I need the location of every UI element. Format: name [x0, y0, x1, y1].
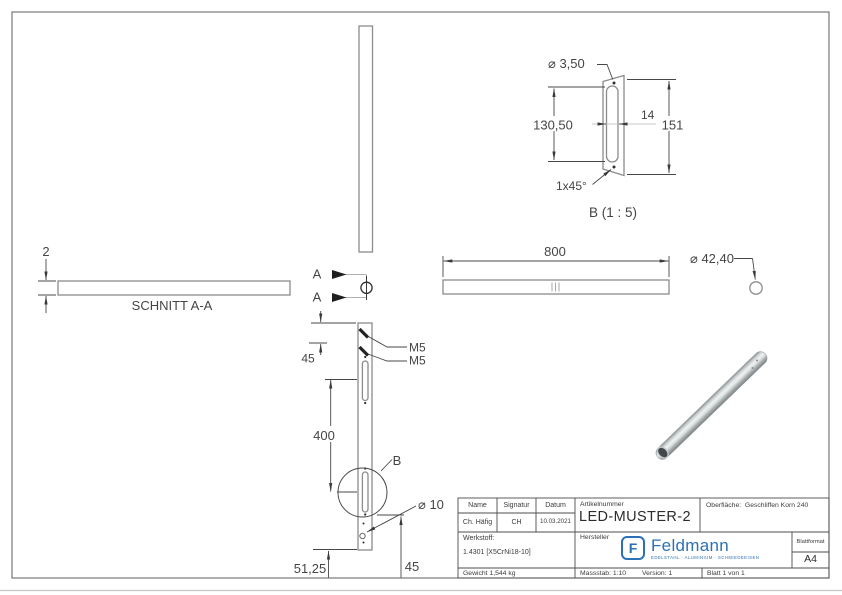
tube-side-view	[442, 279, 670, 295]
dim-top-45: 45	[301, 352, 315, 366]
dim-slot-length: 130,50	[533, 118, 573, 133]
hole-10	[359, 532, 366, 540]
dimension-lines	[38, 64, 756, 578]
dim-400: 400	[313, 428, 335, 443]
dim-hole-10: ⌀ 10	[418, 497, 444, 512]
section-caption: SCHNITT A-A	[132, 298, 213, 313]
sheet-frame	[11, 11, 830, 579]
tb-werkstoff: 1.4301 [X5CrNi18-10]	[463, 549, 531, 556]
tb-blatt: Blatt 1 von 1	[707, 570, 745, 577]
thread-label-2: M5	[409, 354, 426, 368]
tb-werkstoff-label: Werkstoff:	[463, 535, 495, 542]
feldmann-logo-tagline: EDELSTAHL · ALUMINIUM · SCHMIEDEEISEN	[651, 554, 760, 560]
tube-3d-render	[655, 351, 768, 460]
tb-value-name: Ch. Häfig	[462, 518, 493, 526]
detail-b-caption: B (1 : 5)	[589, 205, 637, 220]
dim-thickness: 2	[42, 244, 49, 259]
dim-tube-dia: ⌀ 42,40	[690, 251, 734, 266]
tb-artikelnummer: LED-MUSTER-2	[579, 509, 691, 525]
tb-massstab: Massstab: 1:10	[580, 570, 627, 577]
cut-label-top: A	[313, 267, 322, 282]
point-marks	[362, 81, 616, 544]
title-block-grid	[457, 497, 830, 579]
tb-value-signatur: CH	[511, 518, 522, 526]
detail-b-circle	[337, 467, 388, 518]
dim-length-800: 800	[544, 244, 566, 259]
dim-hole-dia-detail: ⌀ 3,50	[548, 56, 585, 71]
tb-gewicht: Gewicht 1,544 kg	[463, 570, 516, 577]
tb-blattformat: A4	[804, 553, 817, 566]
feldmann-logo: F Feldmann EDELSTAHL · ALUMINIUM · SCHMI…	[621, 536, 759, 560]
tb-header-name: Name	[468, 501, 487, 509]
top-side-view	[358, 25, 374, 253]
tb-blattformat-label: Blattformat	[796, 538, 825, 545]
dim-detail-height: 151	[662, 118, 684, 133]
dim-chamfer: 1x45°	[556, 179, 587, 193]
detail-ref-b: B	[393, 453, 402, 468]
dim-text-backers	[308, 116, 687, 442]
dim-51-25: 51,25	[294, 561, 327, 576]
front-view-slot-lower	[361, 471, 369, 513]
dim-slot-width: 14	[641, 108, 655, 122]
tb-header-datum: Datum	[545, 501, 566, 509]
m5-arrows	[358, 327, 370, 357]
feldmann-logo-mark-icon: F	[621, 536, 645, 560]
section-a-a-plate	[57, 280, 291, 296]
tube-end-circle	[749, 281, 763, 295]
tb-value-datum: 10.03.2021	[540, 518, 571, 526]
center-marks	[551, 282, 560, 292]
tb-hersteller-label: Hersteller	[580, 534, 610, 541]
tb-version: Version: 1	[642, 570, 673, 577]
tb-oberflaeche: Oberfläche: Geschliffen Korn 240	[706, 502, 809, 509]
feldmann-logo-brand: Feldmann	[651, 535, 729, 555]
tb-header-signatur: Signatur	[503, 501, 530, 509]
tb-artikelnummer-label: Artikelnummer	[580, 501, 624, 508]
part-outlines	[57, 25, 763, 551]
cut-label-bottom: A	[313, 290, 322, 305]
dim-bottom-45: 45	[405, 559, 419, 574]
cut-symbol-a-a	[332, 270, 373, 302]
thread-label-1: M5	[409, 341, 426, 355]
front-view-slot-upper	[361, 360, 369, 402]
